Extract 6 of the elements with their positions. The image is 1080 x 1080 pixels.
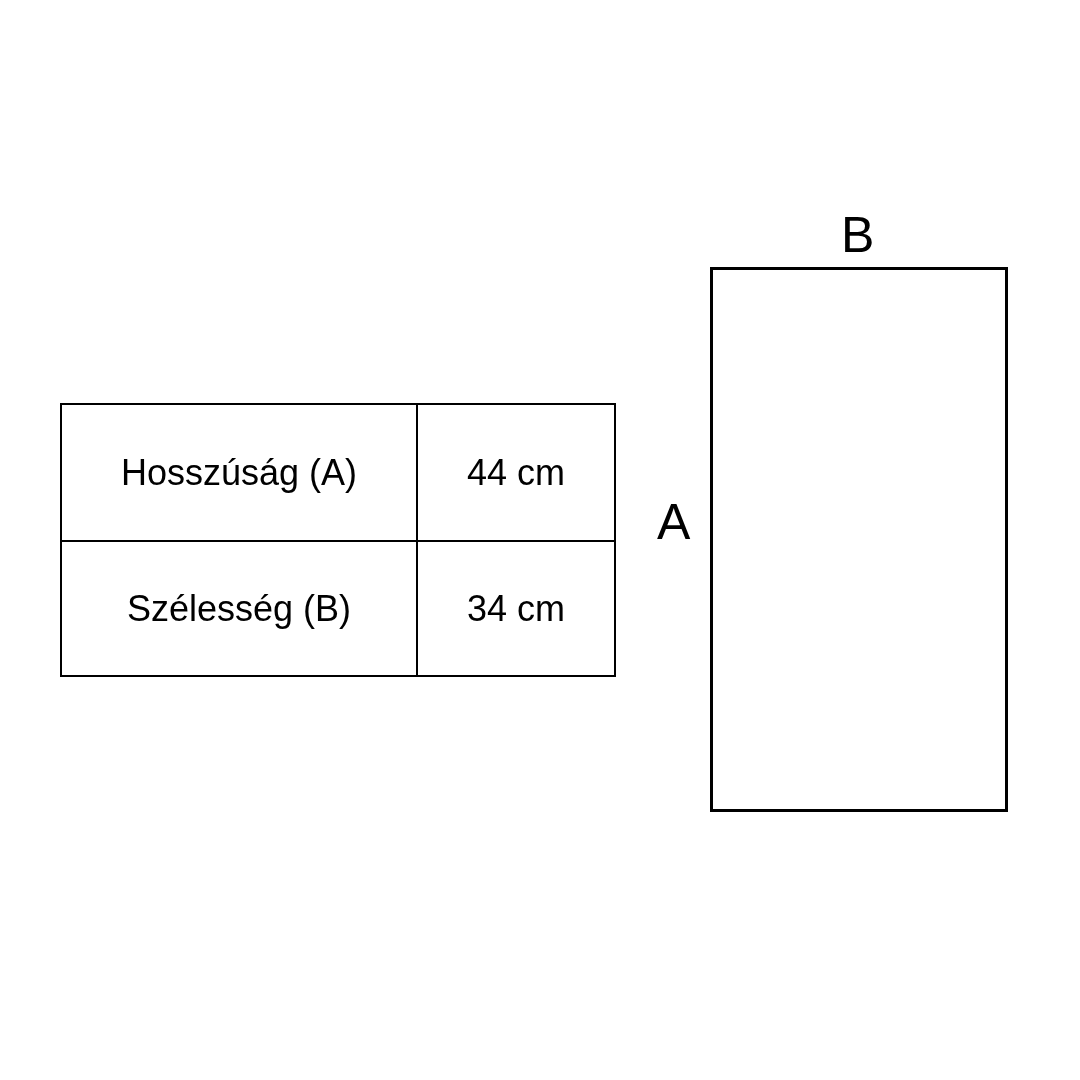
cell-text: 44 cm — [466, 451, 565, 494]
cell-text: Szélesség (B) — [126, 587, 352, 630]
cell-text: Hosszúság (A) — [120, 451, 358, 494]
cell-text: 34 cm — [466, 587, 565, 630]
dimension-label: A — [657, 494, 691, 550]
dimension-label: B — [841, 207, 875, 263]
